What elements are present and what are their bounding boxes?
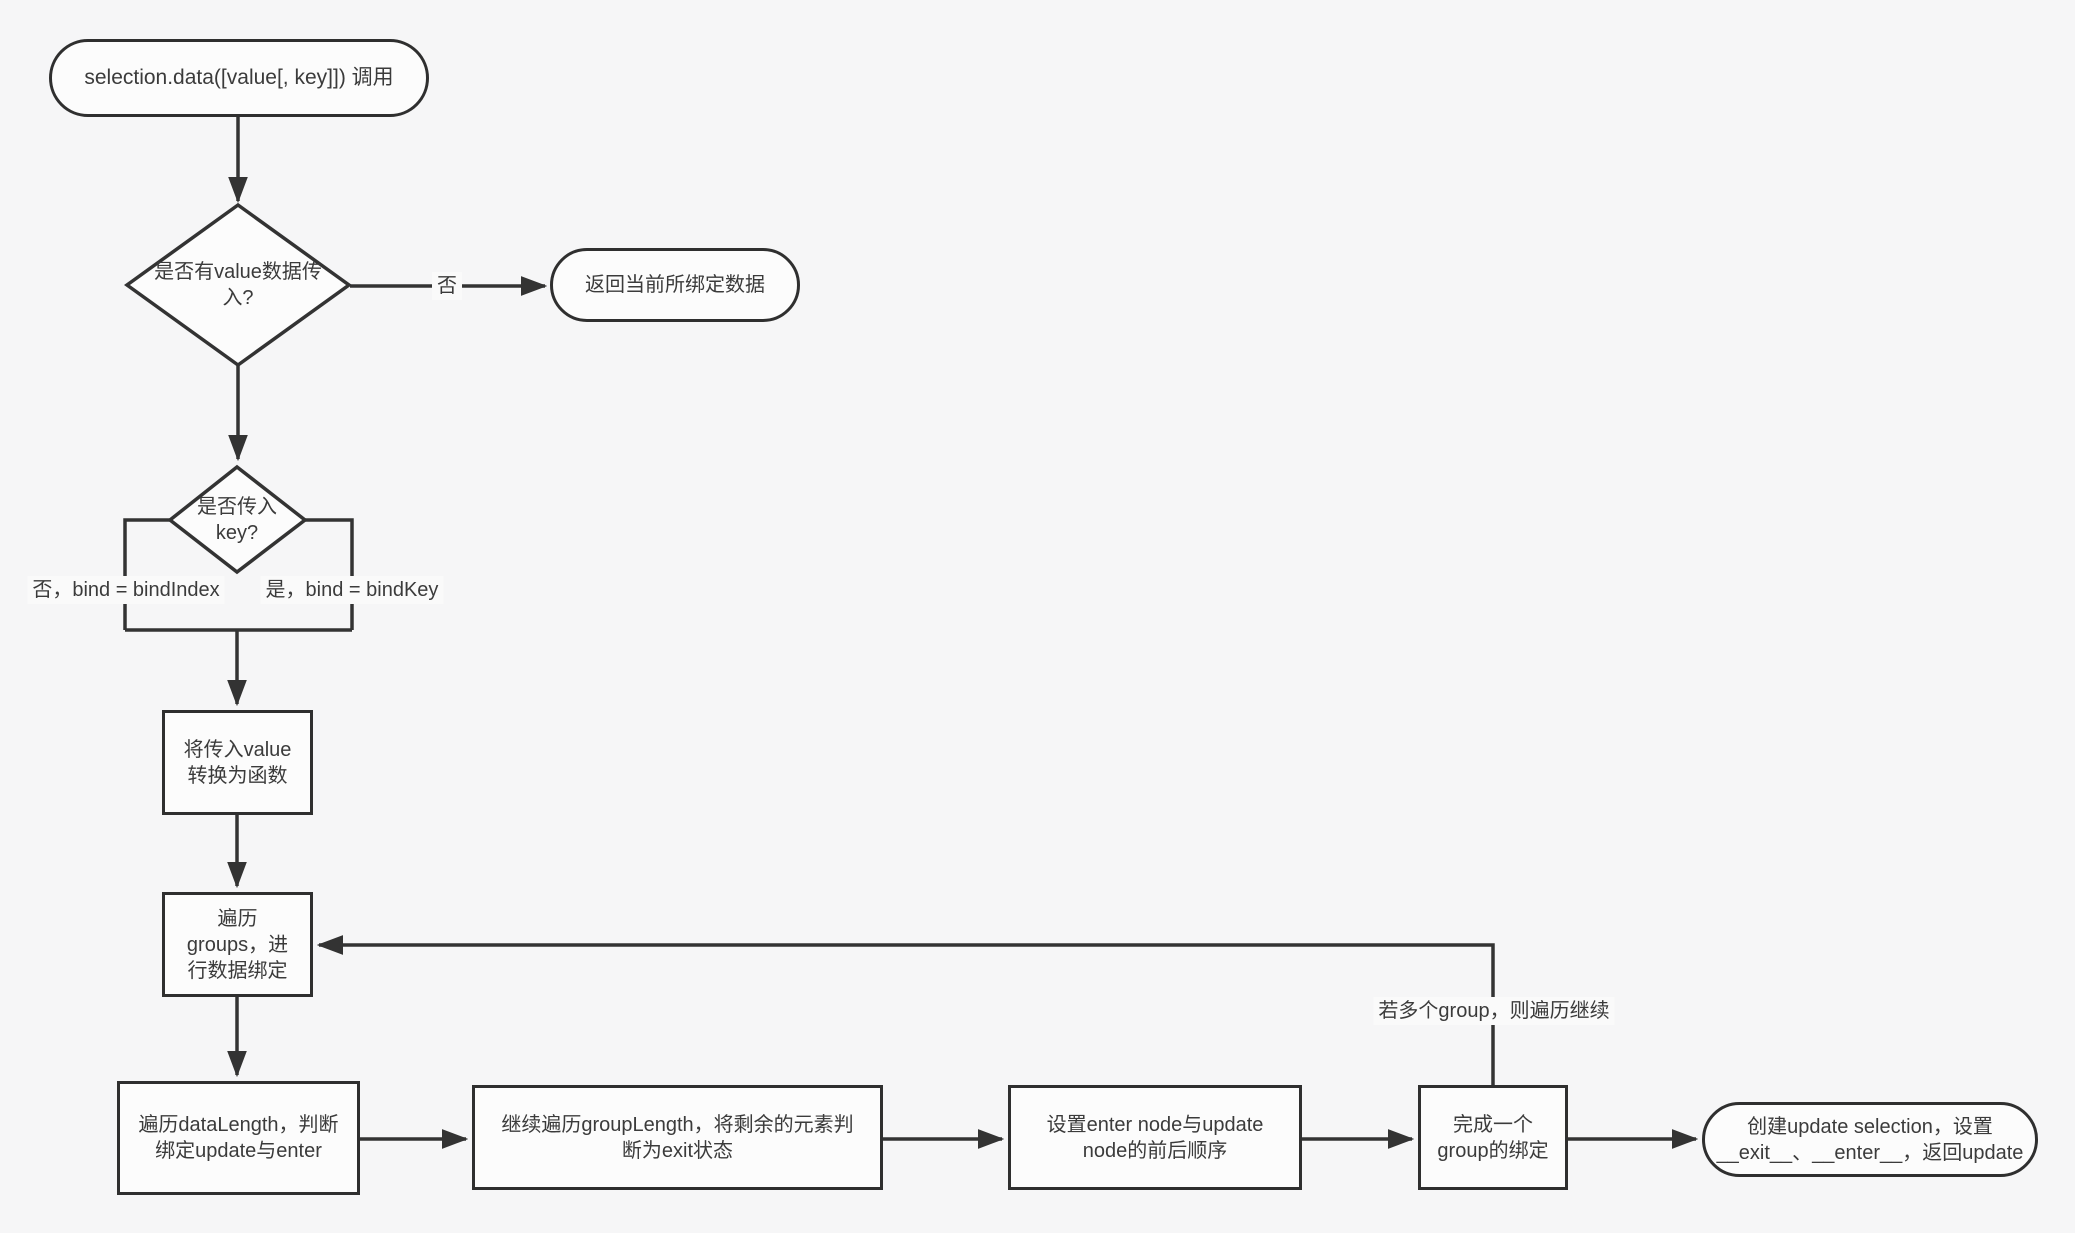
node-iterate-grouplength: 继续遍历groupLength，将剩余的元素判 断为exit状态 — [472, 1085, 883, 1190]
edge-label-no: 否 — [432, 272, 462, 300]
node-create-update-selection: 创建update selection，设置 __exit__、__enter__… — [1702, 1102, 2038, 1177]
node-decision-value-label: 是否有value数据传 入? — [154, 261, 322, 309]
node-decision-key-label: 是否传入 key? — [197, 496, 277, 544]
edge-label-yes-bind-key: 是，bind = bindKey — [260, 576, 444, 604]
decision-value-diamond-shape — [124, 202, 352, 368]
node-return-bound-data: 返回当前所绑定数据 — [550, 248, 800, 322]
node-finish-group-binding: 完成一个 group的绑定 — [1418, 1085, 1568, 1190]
node-iterate-datalength: 遍历dataLength，判断 绑定update与enter — [117, 1081, 360, 1195]
edge-decision-key-no-branch — [123, 518, 170, 630]
node-start: selection.data([value[, key]]) 调用 — [49, 39, 429, 117]
edge-decision-key-yes-branch — [305, 518, 354, 630]
edge-loop-back-to-iterate-groups — [316, 935, 1495, 1085]
edge-label-loop-continue: 若多个group，则遍历继续 — [1373, 997, 1615, 1025]
node-value-to-function: 将传入value 转换为函数 — [162, 710, 313, 815]
edge-label-no-bind-index: 否，bind = bindIndex — [27, 576, 225, 604]
decision-key-diamond-shape — [167, 464, 308, 575]
node-set-enter-update-order: 设置enter node与update node的前后顺序 — [1008, 1085, 1302, 1190]
node-iterate-groups: 遍历 groups，进 行数据绑定 — [162, 892, 313, 997]
